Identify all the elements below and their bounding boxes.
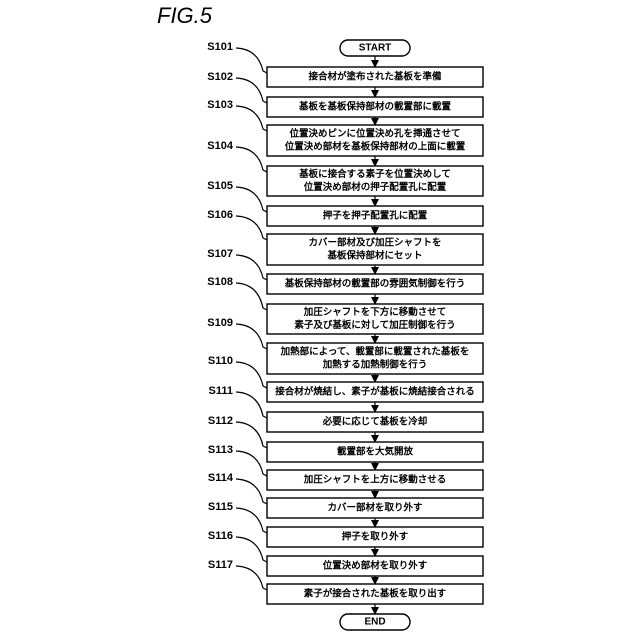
step-label: S110	[208, 355, 233, 367]
process-text: 加熱する加熱制御を行う	[322, 359, 428, 371]
step-leader-line	[236, 48, 267, 73]
process-text: 素子及び基板に対して加圧制御を行う	[293, 319, 455, 331]
step-label: S113	[208, 444, 233, 456]
step-leader-line	[236, 362, 267, 388]
step-leader-line	[236, 283, 267, 310]
step-label: S106	[207, 209, 233, 221]
process-text: 位置決めピンに位置決め孔を挿通させて	[289, 128, 460, 140]
process-text: 押子を押子配置孔に配置	[323, 210, 428, 222]
step-label: S105	[207, 180, 233, 192]
step-leader-line	[236, 566, 267, 590]
step-label: S103	[207, 99, 233, 111]
process-text: 位置決め部材を取り外す	[323, 560, 428, 572]
process-text: 押子を取り外す	[342, 531, 409, 543]
step-leader-line	[236, 78, 267, 103]
process-text: 載置部を大気開放	[337, 446, 414, 458]
start-label: START	[359, 43, 392, 54]
step-leader-line	[236, 479, 267, 504]
step-label: S114	[208, 472, 234, 484]
step-leader-line	[236, 537, 267, 562]
step-leader-line	[236, 216, 267, 240]
process-text: 基板を基板保持部材の載置部に載置	[298, 101, 452, 113]
step-label: S109	[207, 317, 233, 329]
step-label: S115	[208, 501, 233, 513]
process-text: カバー部材を取り外す	[327, 502, 423, 514]
end-label: END	[364, 617, 385, 628]
step-label: S116	[208, 530, 233, 542]
step-leader-line	[236, 255, 267, 280]
step-label: S104	[207, 140, 234, 152]
process-text: 接合材が焼結し、素子が基板に焼結接合される	[275, 386, 475, 398]
step-leader-line	[236, 324, 267, 349]
step-label: S117	[208, 559, 233, 571]
process-text: 必要に応じて基板を冷却	[322, 416, 428, 428]
step-label: S112	[208, 415, 233, 427]
process-text: 位置決め部材の押子配置孔に配置	[304, 181, 447, 193]
process-text: 基板に接合する素子を位置決めして	[298, 168, 451, 180]
process-text: 素子が接合された基板を取り出す	[303, 588, 447, 600]
step-leader-line	[236, 147, 267, 172]
step-label: S107	[207, 248, 233, 260]
process-text: 位置決め部材を基板保持部材の上面に載置	[285, 141, 466, 153]
step-leader-line	[236, 508, 267, 533]
process-text: 基板保持部材にセット	[326, 250, 422, 262]
process-text: 加圧シャフトを下方に移動させて	[303, 306, 447, 318]
step-leader-line	[236, 392, 267, 418]
process-text: 接合材が塗布された基板を準備	[308, 71, 442, 83]
process-text: 基板保持部材の載置部の雰囲気制御を行う	[284, 278, 466, 290]
step-leader-line	[236, 451, 267, 476]
step-label: S102	[207, 71, 233, 83]
step-leader-line	[236, 106, 267, 131]
process-text: カバー部材及び加圧シャフトを	[308, 237, 441, 249]
process-text: 加熱部によって、載置部に載置された基板を	[280, 346, 470, 358]
process-text: 加圧シャフトを上方に移動させる	[303, 474, 447, 486]
step-label: S101	[207, 41, 233, 53]
step-label: S108	[207, 276, 233, 288]
step-leader-line	[236, 422, 267, 448]
step-label: S111	[209, 385, 233, 397]
step-leader-line	[236, 187, 267, 212]
